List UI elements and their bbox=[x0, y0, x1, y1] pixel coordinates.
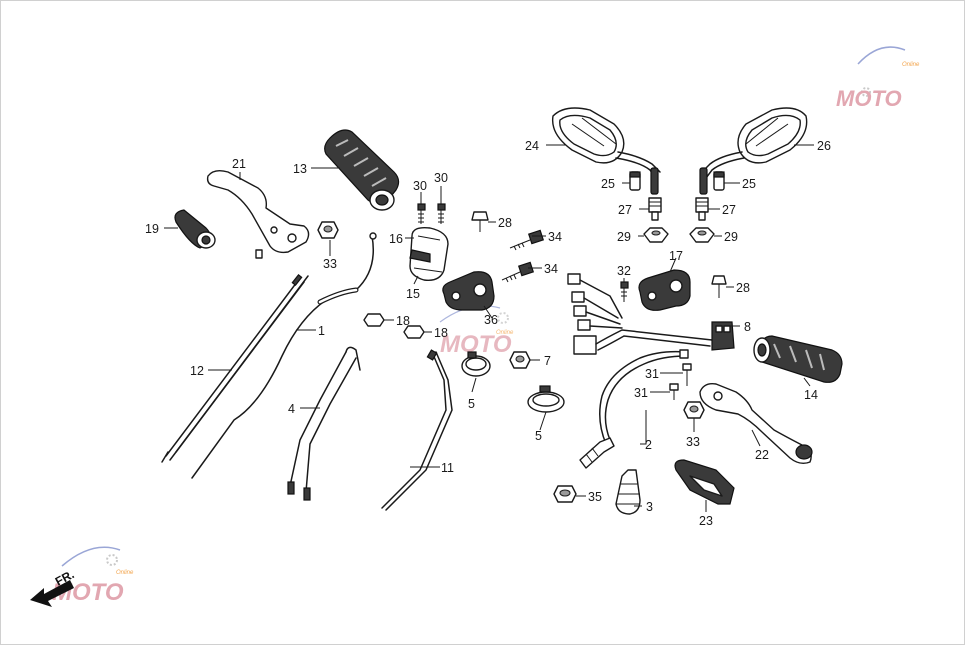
callout-16: 16 bbox=[389, 232, 403, 246]
callout-25-right: 25 bbox=[742, 177, 756, 191]
callout-33-right: 33 bbox=[686, 435, 700, 449]
mirror-nut-right bbox=[689, 227, 715, 243]
control-cable-1 bbox=[191, 232, 377, 479]
nut-left bbox=[317, 221, 339, 239]
callout-11: 11 bbox=[441, 461, 454, 475]
screws-31 bbox=[669, 363, 692, 400]
callout-8: 8 bbox=[744, 320, 751, 334]
watermark-subtext: Online bbox=[902, 62, 920, 68]
callout-25-left: 25 bbox=[601, 177, 615, 191]
callout-12: 12 bbox=[190, 364, 204, 378]
callout-7: 7 bbox=[544, 354, 551, 368]
bolt-28-right bbox=[711, 275, 727, 298]
bolt-34-upper bbox=[509, 229, 545, 251]
callout-29-right: 29 bbox=[724, 230, 738, 244]
callout-31-lower: 31 bbox=[634, 386, 648, 400]
nut-right bbox=[683, 401, 705, 419]
callout-15: 15 bbox=[406, 287, 420, 301]
callout-2: 2 bbox=[645, 438, 652, 452]
callout-24: 24 bbox=[525, 139, 539, 153]
callout-28-right: 28 bbox=[736, 281, 750, 295]
throttle-housing bbox=[409, 226, 449, 281]
callout-29-left: 29 bbox=[617, 230, 631, 244]
throttle-cable bbox=[161, 273, 309, 463]
lever-cover-23 bbox=[674, 459, 735, 505]
callout-18-b: 18 bbox=[434, 326, 448, 340]
callout-labels: 24 26 25 25 27 27 29 29 13 21 19 33 30 3… bbox=[145, 139, 831, 528]
callout-35: 35 bbox=[588, 490, 602, 504]
right-grip bbox=[753, 335, 843, 383]
mirror-adaptor-left bbox=[629, 171, 641, 191]
front-arrow-icon bbox=[30, 580, 74, 607]
band-clamp-upper bbox=[461, 351, 491, 377]
callout-23: 23 bbox=[699, 514, 713, 528]
callout-3: 3 bbox=[646, 500, 653, 514]
watermark-mid: MOTO Online bbox=[439, 305, 514, 358]
watermark-subtext: Online bbox=[496, 330, 514, 336]
screws-30 bbox=[417, 203, 446, 224]
callout-4: 4 bbox=[288, 402, 295, 416]
nut-18-b bbox=[403, 325, 425, 339]
callout-5-lower: 5 bbox=[535, 429, 542, 443]
leader-lines bbox=[164, 144, 814, 512]
callout-30-left: 30 bbox=[413, 179, 427, 193]
callout-31-upper: 31 bbox=[645, 367, 659, 381]
callout-26: 26 bbox=[817, 139, 831, 153]
nut-7 bbox=[509, 351, 531, 369]
callout-30-right: 30 bbox=[434, 171, 448, 185]
watermark-subtext: Online bbox=[116, 570, 134, 576]
left-grip bbox=[324, 129, 400, 211]
bar-end-weight bbox=[174, 209, 216, 249]
cable-11 bbox=[381, 349, 453, 511]
rubber-boot-3 bbox=[615, 469, 641, 515]
callout-22: 22 bbox=[755, 448, 769, 462]
nut-18-a bbox=[363, 313, 385, 327]
callout-18-a: 18 bbox=[396, 314, 410, 328]
brake-clamp-left bbox=[442, 271, 495, 311]
left-mirror bbox=[551, 107, 661, 195]
callout-13: 13 bbox=[293, 162, 307, 176]
callout-33-left: 33 bbox=[323, 257, 337, 271]
choke-cable-4 bbox=[287, 346, 361, 501]
callout-28-left: 28 bbox=[498, 216, 512, 230]
callout-27-right: 27 bbox=[722, 203, 736, 217]
mirror-adaptor-right bbox=[713, 171, 725, 191]
band-clamp-lower bbox=[527, 385, 565, 413]
mirror-nut-left bbox=[643, 227, 669, 243]
watermark-top-right: MOTO Online bbox=[836, 46, 920, 111]
clutch-cable-2 bbox=[579, 349, 689, 469]
callout-36: 36 bbox=[484, 313, 498, 327]
clutch-clamp-right bbox=[638, 269, 691, 311]
mirror-bolt-right bbox=[695, 197, 709, 221]
callout-27-left: 27 bbox=[618, 203, 632, 217]
left-lever bbox=[206, 169, 310, 259]
callout-17: 17 bbox=[669, 249, 683, 263]
callout-5-upper: 5 bbox=[468, 397, 475, 411]
callout-1: 1 bbox=[318, 324, 325, 338]
right-lever bbox=[699, 382, 813, 465]
callout-21: 21 bbox=[232, 157, 246, 171]
callout-34-upper: 34 bbox=[548, 230, 562, 244]
callout-32: 32 bbox=[617, 264, 631, 278]
mirror-bolt-left bbox=[648, 197, 662, 221]
bolt-34-lower bbox=[501, 261, 535, 283]
callout-34-lower: 34 bbox=[544, 262, 558, 276]
callout-14: 14 bbox=[804, 388, 818, 402]
switch-wiring-harness bbox=[567, 273, 735, 355]
callout-19: 19 bbox=[145, 222, 159, 236]
front-direction-marker: FR. bbox=[30, 567, 76, 607]
nut-35 bbox=[553, 485, 577, 503]
bolt-28-left bbox=[471, 211, 489, 232]
right-mirror bbox=[699, 107, 808, 195]
watermark-text: MOTO bbox=[836, 86, 902, 111]
screw-32 bbox=[620, 281, 629, 302]
